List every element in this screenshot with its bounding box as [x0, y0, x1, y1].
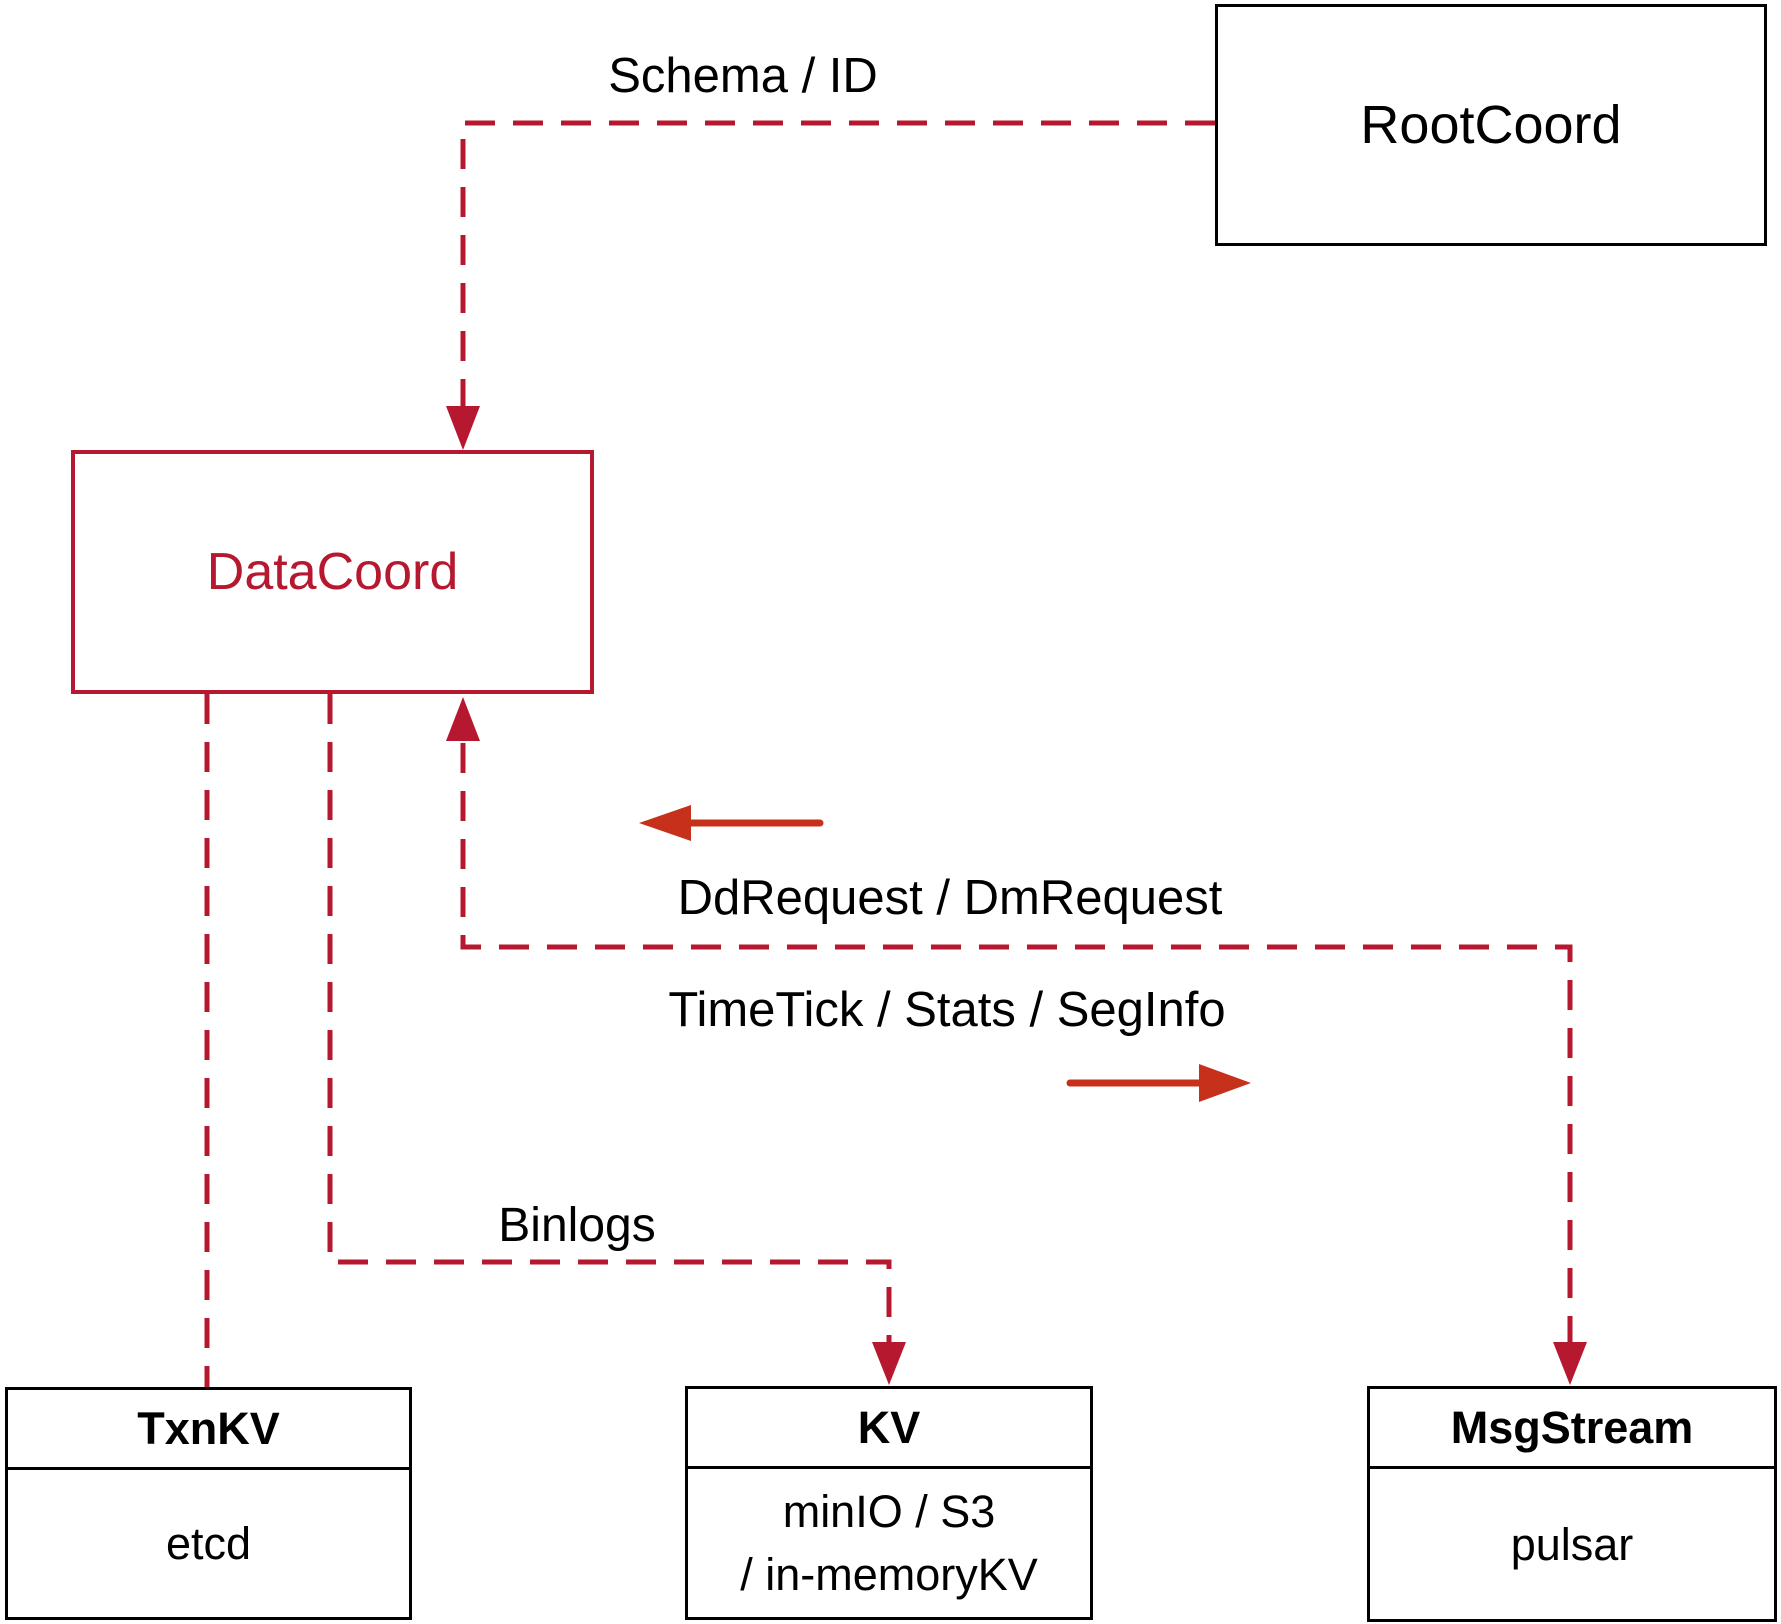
direction-arrow-right-icon [1066, 1064, 1251, 1102]
direction-arrow-left-icon [639, 805, 824, 841]
node-kv-body-line1: minIO / S3 [782, 1486, 996, 1537]
edge-label-timetick-stats-seginfo: TimeTick / Stats / SegInfo [668, 983, 1226, 1037]
node-datacoord-label: DataCoord [206, 543, 459, 601]
node-rootcoord-label: RootCoord [1360, 95, 1622, 155]
node-kv: KV minIO / S3 / in-memoryKV [685, 1386, 1093, 1620]
edge-label-schema-id: Schema / ID [608, 49, 878, 103]
edge-label-binlogs: Binlogs [498, 1199, 656, 1252]
node-kv-body-line2: / in-memoryKV [740, 1549, 1038, 1600]
node-datacoord: DataCoord [71, 450, 594, 694]
node-msgstream-body: pulsar [1510, 1518, 1634, 1570]
node-txnkv-header: TxnKV [8, 1390, 409, 1470]
node-rootcoord: RootCoord [1215, 4, 1767, 246]
edge-binlogs-line [327, 694, 892, 1342]
arrowhead-into-datacoord-bottom-icon [446, 697, 480, 741]
edge-datacoord-msgstream [446, 697, 1587, 1385]
arrowhead-into-msgstream-top-icon [1553, 1342, 1587, 1385]
node-msgstream: MsgStream pulsar [1367, 1386, 1777, 1622]
arrowhead-into-kv-top-icon [872, 1342, 906, 1385]
edge-label-ddrequest-dmrequest: DdRequest / DmRequest [677, 871, 1223, 925]
edge-binlogs [327, 694, 906, 1385]
node-kv-header: KV [688, 1389, 1090, 1469]
arrowhead-into-datacoord-top-icon [446, 406, 480, 450]
edge-datacoord-msgstream-line [460, 743, 1573, 1342]
node-txnkv: TxnKV etcd [5, 1387, 412, 1620]
node-msgstream-header: MsgStream [1370, 1389, 1774, 1469]
edge-schema-id [446, 120, 1215, 450]
node-txnkv-body: etcd [165, 1518, 252, 1569]
edge-schema-id-line [460, 120, 1215, 406]
